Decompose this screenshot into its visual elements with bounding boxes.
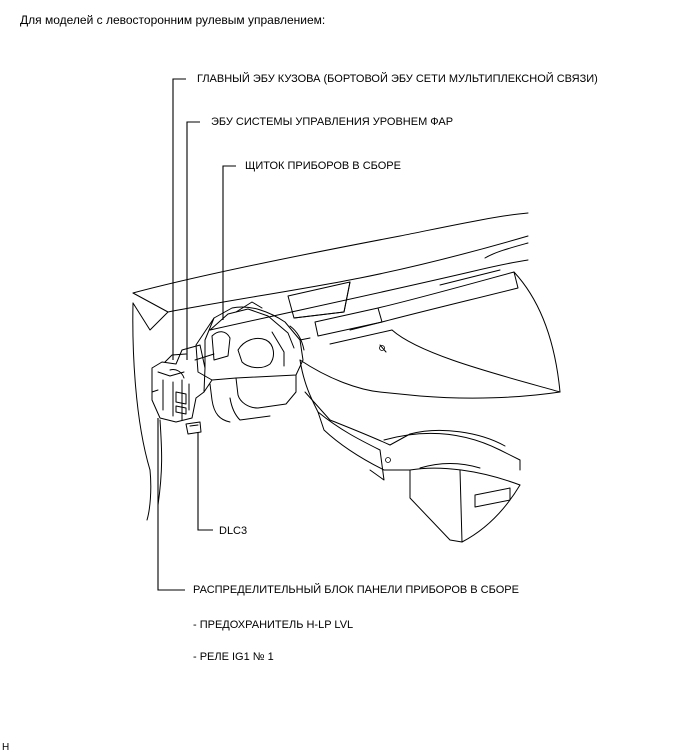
label-dlc3: DLC3 [219, 525, 248, 537]
label-fuse: - ПРЕДОХРАНИТЕЛЬ H-LP LVL [193, 619, 354, 631]
leader-lines [157, 78, 236, 591]
label-main-body-ecu: ГЛАВНЫЙ ЭБУ КУЗОВА (БОРТОВОЙ ЭБУ СЕТИ МУ… [197, 73, 598, 85]
junction-block-illustration [151, 344, 215, 435]
label-combination-meter: ЩИТОК ПРИБОРОВ В СБОРЕ [245, 160, 401, 172]
dashboard-outline [132, 212, 561, 543]
page-heading: Для моделей с левосторонним рулевым упра… [20, 13, 326, 27]
label-junction-block: РАСПРЕДЕЛИТЕЛЬНЫЙ БЛОК ПАНЕЛИ ПРИБОРОВ В… [193, 584, 519, 596]
label-headlight-leveling-ecu: ЭБУ СИСТЕМЫ УПРАВЛЕНИЯ УРОВНЕМ ФАР [211, 116, 454, 128]
corner-mark: H [2, 742, 10, 753]
combination-meter-illustration [195, 301, 311, 423]
label-relay: - РЕЛЕ IG1 № 1 [193, 651, 274, 663]
